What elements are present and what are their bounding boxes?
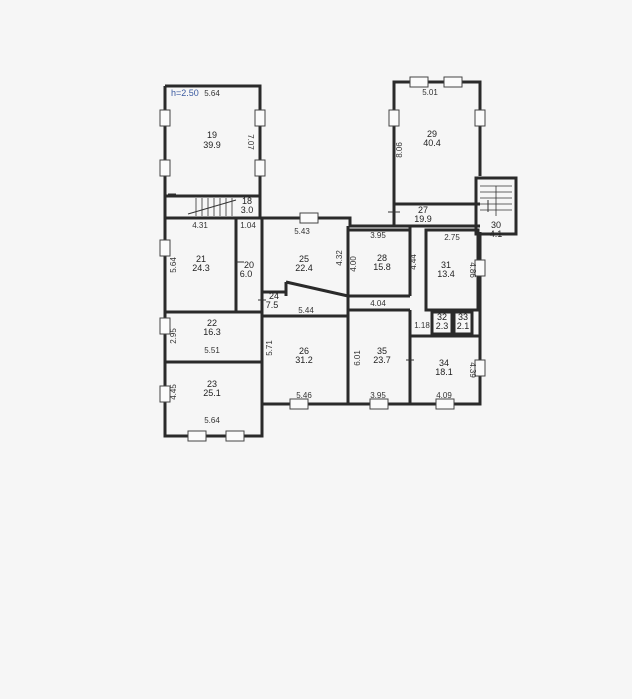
dim-label: 4.04 [370, 299, 386, 308]
room-25-number: 25 [299, 254, 309, 264]
room-24-area: 7.5 [266, 300, 279, 310]
ceiling-height-label: h=2.50 [171, 88, 199, 98]
room-24-number: 24 [269, 291, 279, 301]
dim-label: 4.86 [468, 262, 477, 278]
room-29-area: 40.4 [423, 138, 441, 148]
dim-label: 4.31 [192, 221, 208, 230]
dim-label: 5.64 [204, 89, 220, 98]
dim-label: 1.04 [240, 221, 256, 230]
room-28-area: 15.8 [373, 262, 391, 272]
room-33-area: 2.1 [457, 321, 470, 331]
dimension-labels: 5.64 7.07 4.31 1.04 5.64 2.95 5.51 4.45 … [169, 88, 477, 425]
room-21-number: 21 [196, 254, 206, 264]
room-22-number: 22 [207, 318, 217, 328]
room-25-area: 22.4 [295, 263, 313, 273]
dim-label: 5.51 [204, 346, 220, 355]
room-34-number: 34 [439, 358, 449, 368]
dim-label: 4.44 [409, 254, 418, 270]
dim-label: 5.46 [296, 391, 312, 400]
dim-label: 4.32 [335, 250, 344, 266]
room-27-number: 27 [418, 205, 428, 215]
room-19-number: 19 [207, 130, 217, 140]
room-27-area: 19.9 [414, 214, 432, 224]
dim-label: 4.45 [169, 384, 178, 400]
dim-label: 2.95 [169, 328, 178, 344]
dimension-ticks [168, 193, 414, 361]
room-19-area: 39.9 [203, 140, 221, 150]
room-22-area: 16.3 [203, 327, 221, 337]
room-labels: 19 39.9 18 3.0 21 24.3 20 6.0 22 16.3 23… [192, 129, 502, 398]
staircase-18 [187, 198, 237, 216]
windows [159, 76, 486, 442]
room-26-area: 31.2 [295, 355, 313, 365]
room-30-area: 4.1 [490, 229, 503, 239]
room-23-area: 25.1 [203, 388, 221, 398]
room-18-number: 18 [242, 196, 252, 206]
room-26-number: 26 [299, 346, 309, 356]
dim-label: 3.95 [370, 231, 386, 240]
dim-label: 5.64 [204, 416, 220, 425]
room-29-number: 29 [427, 129, 437, 139]
dim-label: 4.00 [349, 256, 358, 272]
room-18-area: 3.0 [241, 205, 254, 215]
room-21-area: 24.3 [192, 263, 210, 273]
room-35-area: 23.7 [373, 355, 391, 365]
room-30-number: 30 [491, 220, 501, 230]
room-33-number: 33 [458, 312, 468, 322]
dim-label: 2.75 [444, 233, 460, 242]
room-23-number: 23 [207, 379, 217, 389]
dim-label: 6.01 [353, 350, 362, 366]
room-20-number: 20 [244, 260, 254, 270]
room-35-number: 35 [377, 346, 387, 356]
dim-label: 5.01 [422, 88, 438, 97]
room-32-number: 32 [437, 312, 447, 322]
dim-label: 5.44 [298, 306, 314, 315]
dim-label: 5.64 [169, 257, 178, 273]
dim-label: 8.06 [395, 142, 404, 158]
room-20-area: 6.0 [240, 269, 253, 279]
staircase-30 [480, 185, 512, 216]
dim-label: 7.07 [246, 134, 255, 150]
room-31-number: 31 [441, 260, 451, 270]
dim-label: 4.39 [468, 362, 477, 378]
room-32-area: 2.3 [436, 321, 449, 331]
room-28-number: 28 [377, 253, 387, 263]
dim-label: 1.18 [414, 321, 430, 330]
dim-label: 4.09 [436, 391, 452, 400]
dim-label: 5.43 [294, 227, 310, 236]
room-34-area: 18.1 [435, 367, 453, 377]
dim-label: 5.71 [265, 340, 274, 356]
room-31-area: 13.4 [437, 269, 455, 279]
dim-label: 3.95 [370, 391, 386, 400]
